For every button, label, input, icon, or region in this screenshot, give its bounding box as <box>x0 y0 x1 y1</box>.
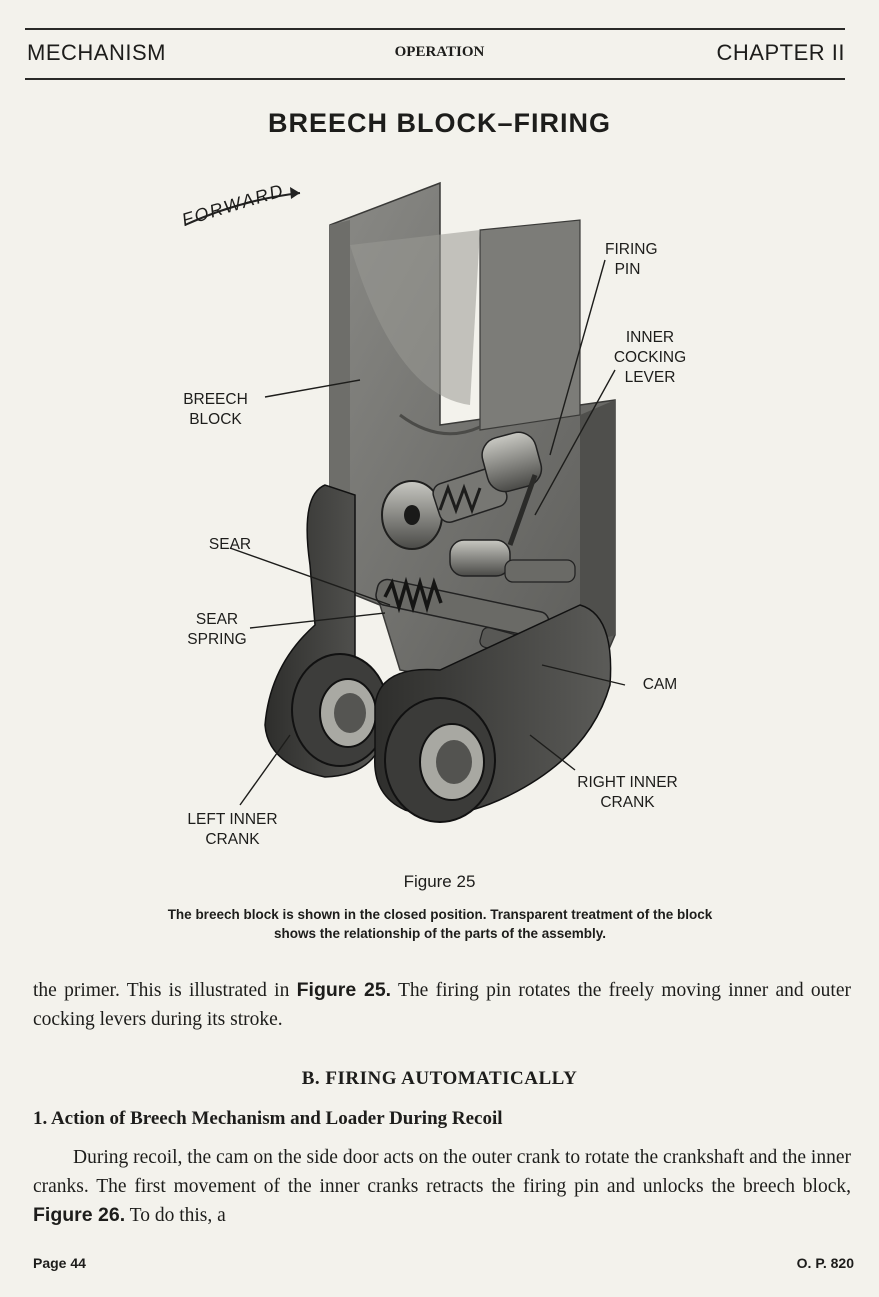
figure-label: Figure 25 <box>403 872 476 891</box>
left-inner-crank-part <box>264 484 389 778</box>
callout-right-inner-crank: RIGHT INNER CRANK <box>577 774 678 811</box>
document-number: O. P. 820 <box>796 1255 854 1271</box>
page-title: BREECH BLOCK–FIRING <box>267 108 611 138</box>
right-inner-crank-part <box>374 604 612 823</box>
paragraph-text: The firing pin rotates the freely moving… <box>33 980 851 1030</box>
header-bottom-rule <box>25 78 845 80</box>
page-number: Page 44 <box>33 1255 86 1271</box>
header-center: OPERATION <box>394 44 485 60</box>
section-heading: B. FIRING AUTOMATICALLY <box>301 1068 578 1089</box>
figure-25: FORWARD FIRING PIN INNER COCKING LEVER B… <box>150 165 730 865</box>
breech-block-illustration <box>184 181 626 823</box>
callout-firing-pin: FIRING PIN <box>605 241 658 278</box>
subsection-heading: 1. Action of Breech Mechanism and Loader… <box>33 1108 503 1129</box>
forward-arrow <box>184 187 301 226</box>
figure-reference: Figure 26. <box>33 1204 126 1226</box>
callout-inner-cocking-lever: INNER COCKING LEVER <box>613 329 687 386</box>
paragraph-text: To do this, a <box>125 1205 226 1226</box>
header-right: CHAPTER II <box>716 40 845 65</box>
inner-cocking-lever-part <box>449 474 576 583</box>
callout-leader-lines <box>229 259 626 806</box>
paragraph-text: During recoil, the cam on the side door … <box>33 1147 851 1197</box>
header-top-rule <box>25 28 845 30</box>
callout-left-inner-crank: LEFT INNER CRANK <box>187 811 278 848</box>
paragraph-recoil: During recoil, the cam on the side door … <box>33 1143 851 1230</box>
paragraph-text: the primer. This is illustrated in <box>33 980 297 1001</box>
callout-sear: SEAR <box>208 536 252 553</box>
callout-breech-block: BREECH BLOCK <box>183 391 248 428</box>
callout-sear-spring: SEAR SPRING <box>187 611 247 648</box>
firing-pin-part <box>381 431 543 550</box>
figure-reference: Figure 25. <box>296 979 392 1001</box>
callout-cam: CAM <box>642 676 678 693</box>
figure-caption: The breech block is shown in the closed … <box>167 907 713 941</box>
header-left: MECHANISM <box>27 40 166 65</box>
paragraph-primer: the primer. This is illustrated in Figur… <box>33 976 851 1034</box>
